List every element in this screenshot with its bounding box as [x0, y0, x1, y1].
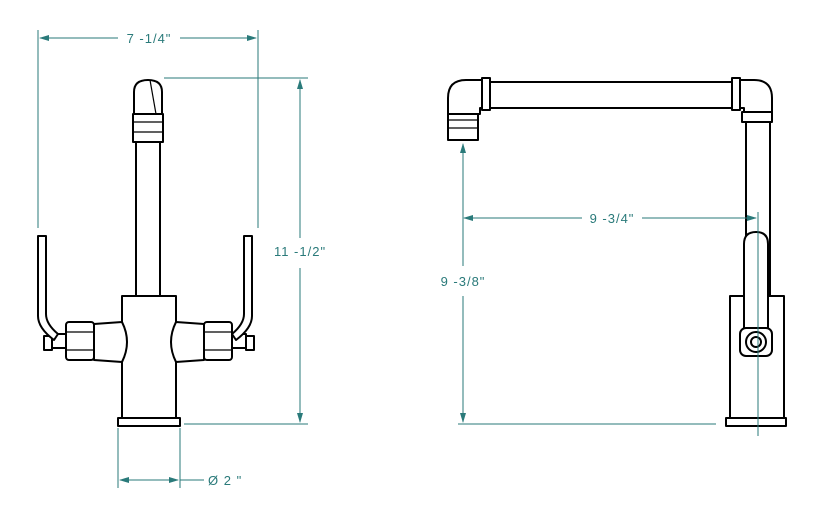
side-outlet-aerator: [447, 113, 479, 141]
side-reach-dimension: 9 -3/4": [463, 211, 759, 436]
side-reach-label: 9 -3/4": [590, 211, 635, 226]
side-spout-tube: [489, 81, 733, 109]
front-spout-dome: [133, 79, 163, 115]
side-lever: [743, 231, 769, 341]
base-diameter-dimension: Ø 2 ": [117, 428, 242, 488]
front-left-nut: [65, 321, 95, 361]
front-height-dimension: 11 -1/2": [164, 77, 326, 425]
front-spout-collar: [132, 113, 164, 143]
side-riser-collar: [741, 111, 773, 123]
front-left-valve: [93, 321, 128, 363]
front-width-label: 7 -1/4": [127, 31, 172, 46]
side-base-plate: [725, 417, 787, 427]
front-base-plate: [117, 417, 181, 427]
front-body: [121, 295, 177, 421]
side-spout-height-label: 9 -3/8": [441, 274, 486, 289]
side-right-elbow: [739, 79, 773, 113]
front-width-dimension: 7 -1/4": [37, 30, 259, 228]
front-height-label: 11 -1/2": [274, 244, 326, 259]
base-diameter-label: Ø 2 ": [208, 473, 242, 488]
front-right-nut: [203, 321, 233, 361]
side-left-elbow: [447, 79, 483, 115]
front-right-lever: [231, 235, 253, 341]
front-view: [37, 79, 255, 427]
front-spout-tube: [135, 141, 161, 299]
side-spout-height-dimension: 9 -3/8": [441, 143, 716, 425]
front-left-lever: [37, 235, 59, 341]
side-view: [447, 77, 787, 427]
front-right-valve: [170, 321, 205, 363]
